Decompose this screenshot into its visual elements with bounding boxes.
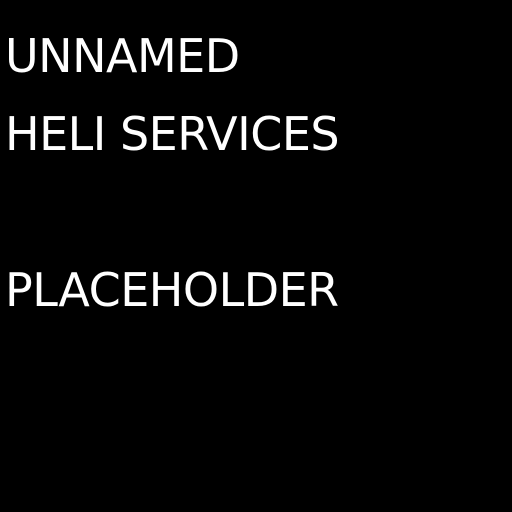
title-line-unnamed: UNNAMED — [5, 29, 240, 83]
placeholder-label: PLACEHOLDER — [5, 263, 339, 317]
title-line-heli-services: HELI SERVICES — [5, 107, 340, 161]
